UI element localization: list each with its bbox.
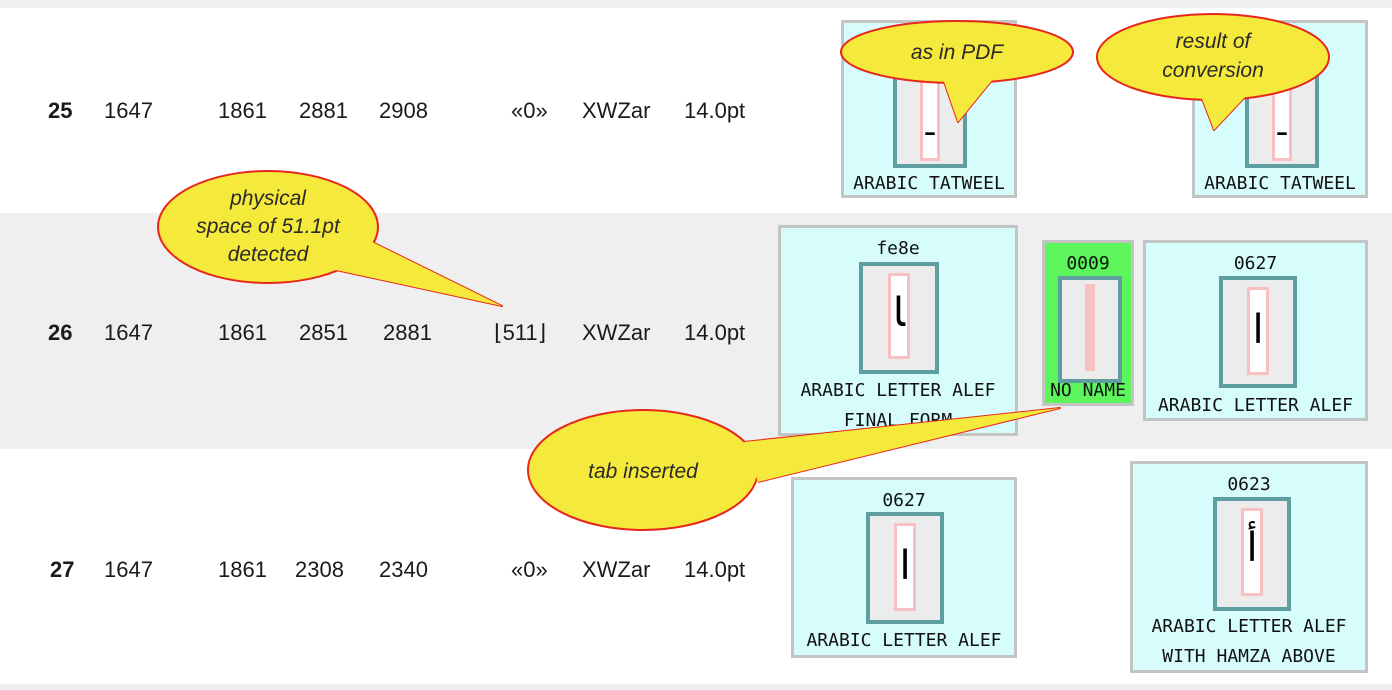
glyph-box-tab: 0009 NO NAME [1042,240,1134,406]
row-band-top [0,0,1392,8]
glyph-name: ARABIC LETTER ALEF [800,380,996,401]
row-number: 27 [50,557,75,582]
glyph-name: NO NAME [1050,380,1126,401]
row-number: 25 [48,98,73,123]
glyph-box-pdf: 0627 ا ARABIC LETTER ALEF [791,477,1017,658]
glyph-frame: ـ [1245,70,1319,168]
font-size: 14.0pt [684,320,746,345]
glyph-box-pdf: fe8e ﺎ ARABIC LETTER ALEF FINAL FORM [778,225,1018,436]
cell-value: 2851 [299,320,348,345]
glyph-name: ARABIC TATWEEL [1204,173,1356,194]
glyph-advance-bar [888,273,910,359]
glyph-char: ﺎ [892,290,906,336]
glyph-char: ا [1252,307,1264,353]
char-code: «0» [511,98,548,123]
glyph-box-converted: ـ ARABIC TATWEEL [1192,20,1368,198]
glyph-name: ARABIC LETTER ALEF [1151,616,1347,637]
font-size: 14.0pt [684,98,746,123]
row-band-bottom [0,684,1392,690]
glyph-code: 0627 [1233,253,1278,274]
glyph-frame: ﺎ [859,262,939,374]
glyph-code: fe8e [876,238,920,259]
glyph-code: 0627 [882,490,926,511]
glyph-box-pdf: ـ ARABIC TATWEEL [841,20,1017,198]
glyph-frame: أ [1213,497,1291,611]
glyph-advance-bar [1085,284,1095,371]
cell-value: 1861 [218,98,267,123]
glyph-name-continued: FINAL FORM [843,410,953,431]
glyph-frame: ـ [893,70,967,168]
glyph-box-converted: 0627 ا ARABIC LETTER ALEF [1143,240,1368,421]
glyph-name: ARABIC LETTER ALEF [1157,395,1354,416]
cell-value: 1647 [104,98,153,123]
cell-value: 2340 [379,557,428,582]
glyph-box-converted: 0623 أ ARABIC LETTER ALEF WITH HAMZA ABO… [1130,461,1368,673]
char-code: ⌊511⌋ [494,320,547,345]
cell-value: 1647 [104,557,153,582]
glyph-advance-bar [894,523,916,611]
glyph-name: ARABIC TATWEEL [853,173,1005,194]
cell-value: 2908 [379,98,428,123]
glyph-char: ا [899,543,911,589]
font-size: 14.0pt [684,557,746,582]
glyph-name-continued: WITH HAMZA ABOVE [1162,646,1336,667]
row-number: 26 [48,320,73,345]
font-name: XWZar [582,557,651,582]
glyph-char: ـ [925,108,935,143]
cell-value: 2308 [295,557,344,582]
glyph-advance-bar [1247,287,1269,375]
callout-text: tab inserted [588,460,699,483]
glyph-char: أ [1246,525,1258,571]
glyph-code: 0009 [1066,253,1110,274]
glyph-frame [1058,276,1122,383]
cell-value: 1861 [218,320,267,345]
font-name: XWZar [582,320,651,345]
cell-value: 2881 [383,320,432,345]
callout-text: physical [229,187,307,210]
glyph-frame: ا [866,512,944,624]
glyph-name: ARABIC LETTER ALEF [806,630,1002,651]
cell-value: 1647 [104,320,153,345]
glyph-code: 0623 [1227,474,1271,495]
font-name: XWZar [582,98,651,123]
glyph-char: ـ [1277,108,1287,143]
cell-value: 1861 [218,557,267,582]
glyph-frame: ا [1219,276,1297,388]
glyph-advance-bar [1241,508,1263,596]
cell-value: 2881 [299,98,348,123]
char-code: «0» [511,557,548,582]
